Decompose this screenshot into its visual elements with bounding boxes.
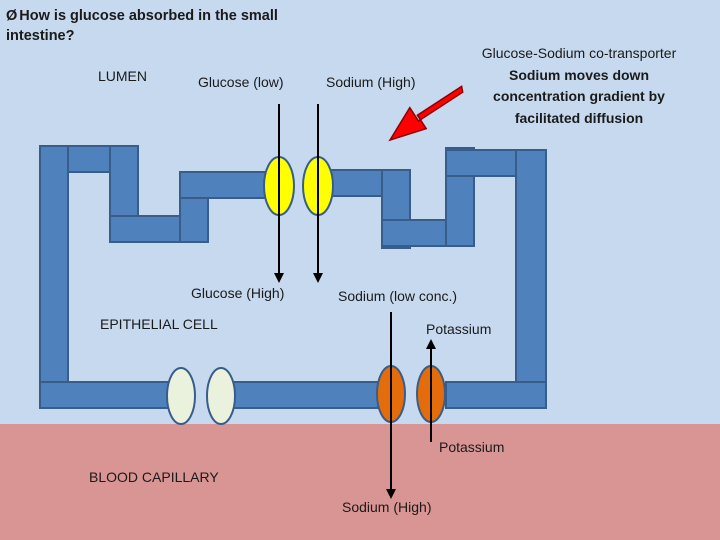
basal-glucose-transporter [166, 367, 236, 425]
cell-membrane [39, 145, 547, 409]
bullet-arrow-icon: Ø [6, 8, 18, 24]
membrane-segment [39, 381, 171, 409]
label-potassium-blood: Potassium [439, 439, 505, 455]
basal-channel [206, 367, 236, 425]
question-text: How is glucose absorbed in the small int… [6, 8, 278, 45]
label-sodium-low: Sodium (low conc.) [338, 288, 458, 304]
co-transporter [263, 156, 334, 216]
membrane-segment [515, 149, 547, 409]
label-blood-capillary: BLOOD CAPILLARY [89, 469, 219, 485]
transporter-title: Glucose-Sodium co-transporter [481, 45, 677, 61]
blood-capillary-background [0, 424, 720, 540]
label-epithelial-cell: EPITHELIAL CELL [100, 316, 218, 332]
flow-arrows [274, 104, 436, 499]
basal-channel [166, 367, 196, 425]
transporter-line-1: Sodium moves down [508, 66, 649, 83]
transporter-line-2: concentration gradient by [493, 88, 665, 105]
label-sodium-high-blood: Sodium (High) [342, 499, 432, 515]
label-potassium-cell: Potassium [426, 321, 492, 337]
membrane-segment [179, 171, 273, 199]
label-glucose-low: Glucose (low) [198, 74, 284, 90]
pointer-arrow [388, 85, 464, 142]
label-sodium-high-lumen: Sodium (High) [326, 74, 416, 90]
sodium-potassium-pump [376, 365, 446, 423]
label-lumen: LUMEN [98, 68, 148, 84]
transporter-line-3: facilitated diffusion [514, 110, 644, 127]
red-arrow-icon [388, 85, 464, 142]
membrane-segment [109, 145, 139, 217]
transporter-note: Glucose-Sodium co-transporter Sodium mov… [440, 43, 718, 130]
membrane-segment [445, 381, 547, 409]
membrane-segment [231, 381, 379, 409]
membrane-segment [39, 145, 69, 409]
label-glucose-high: Glucose (High) [191, 285, 285, 301]
